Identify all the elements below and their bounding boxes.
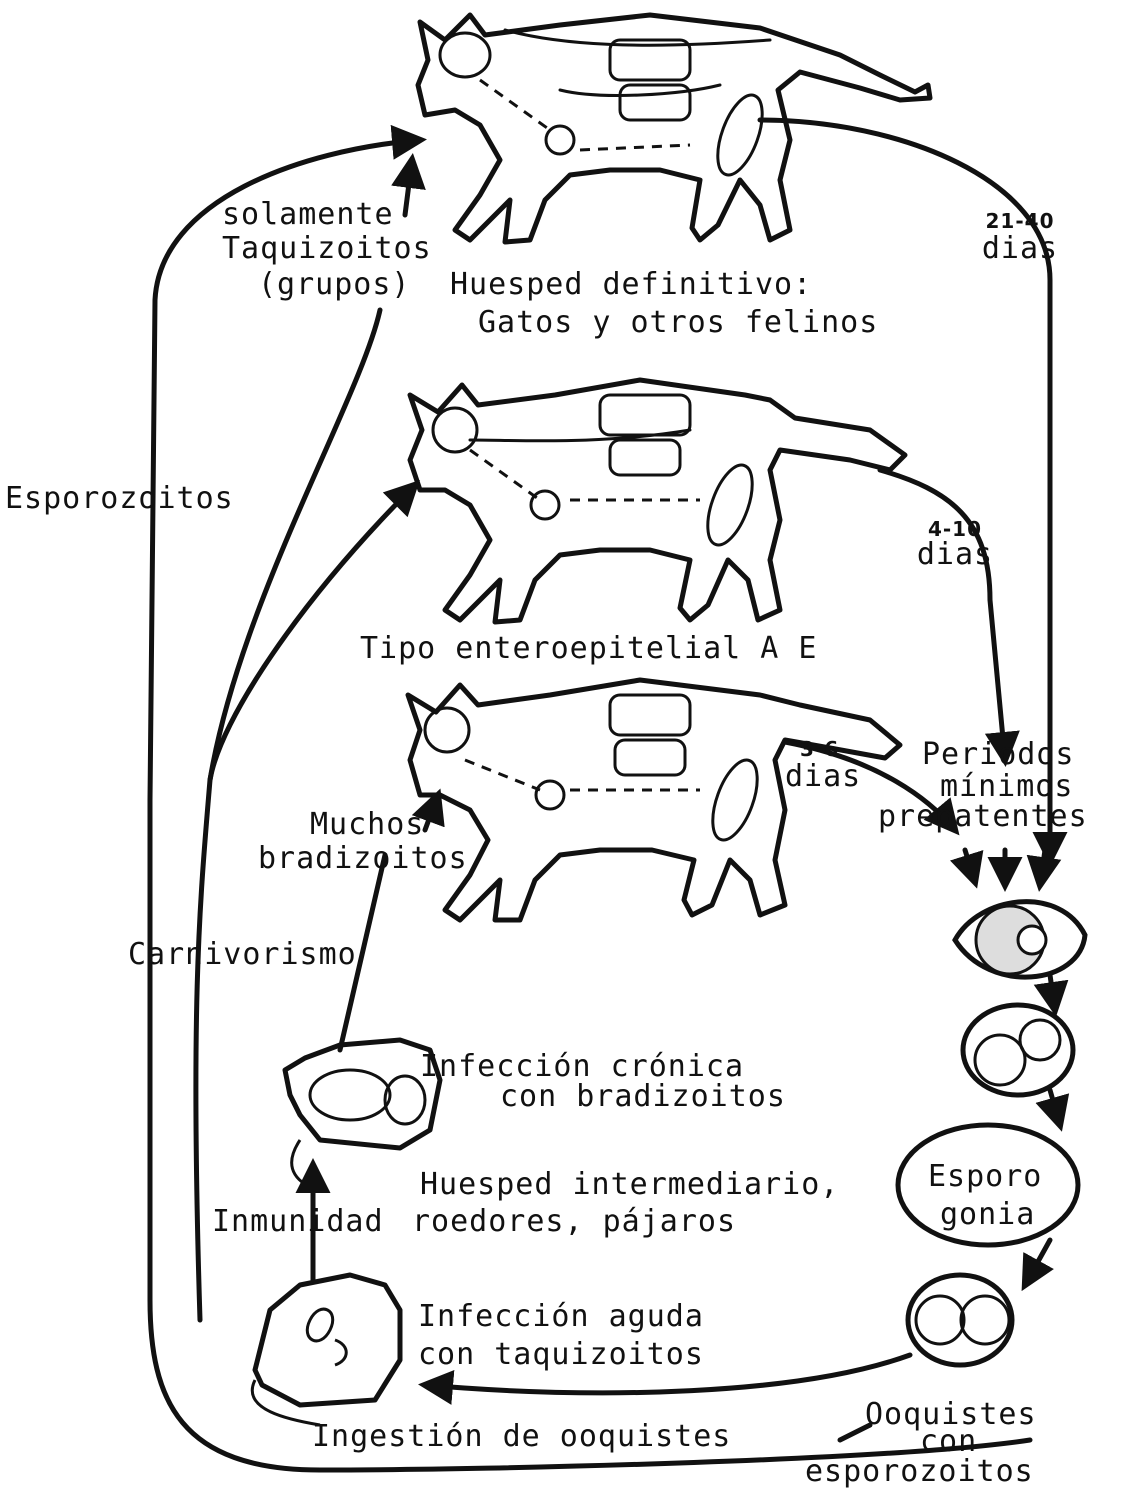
mouse-chronic-infection [285,1040,440,1190]
oocyst-unsporulated [955,902,1085,977]
label-infeccion-aguda: Infección aguda [418,1300,704,1334]
label-3-6: 3-6 [800,738,839,760]
label-tipo-enteroepitelial: Tipo enteroepitelial A E [360,632,817,666]
label-4-10-dias: dias [895,538,1015,572]
label-con-taquizoitos: con taquizoitos [418,1338,704,1372]
label-bradizoitos: bradizoitos [258,842,468,876]
label-21-40-dias: dias [960,232,1080,266]
label-21-40: 21-40 [970,210,1070,232]
label-roedores-pajaros: roedores, pájaros [412,1205,736,1239]
label-esporo: Esporo [928,1160,1042,1194]
label-grupos: (grupos) [258,268,411,302]
label-huesped-intermediario: Huesped intermediario, [420,1168,839,1202]
label-periodos: Periodos [922,738,1075,772]
oocyst-sporulated [908,1275,1012,1365]
label-esporozoitos-bottom: esporozoitos [805,1455,1034,1489]
label-solamente: solamente [222,198,394,232]
label-con-bradizoitos: con bradizoitos [500,1080,786,1114]
label-prepatentes: prepatentes [878,800,1088,834]
label-ingestion-ooquistes: Ingestión de ooquistes [312,1420,731,1454]
label-gonia: gonia [940,1198,1035,1232]
label-gatos-felinos: Gatos y otros felinos [478,306,878,340]
label-carnivorismo: Carnivorismo [128,938,357,972]
label-muchos: Muchos [310,808,424,842]
oocyst-sporulating [963,1005,1073,1095]
cat-definitive-host-2 [410,380,905,622]
label-huesped-definitivo: Huesped definitivo: [450,268,812,302]
label-inmunidad: Inmunidad [212,1205,384,1239]
mouse-acute-infection [252,1275,400,1425]
label-esporozoitos-left: Esporozoitos [5,482,234,516]
cat-definitive-host-3 [408,680,900,920]
label-taquizoitos: Taquizoitos [222,232,432,266]
label-3-6-dias: dias [785,760,861,794]
